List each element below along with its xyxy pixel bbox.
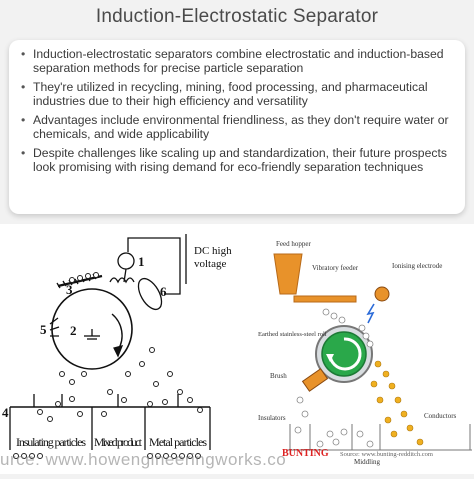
bullet-item: Induction-electrostatic separators combi…: [21, 47, 455, 75]
electrode-6: [137, 277, 163, 311]
roll-label: Earthed stainless-steel roll: [258, 331, 327, 338]
ionising-electrode: [374, 286, 390, 302]
summary-card: Induction-electrostatic separators combi…: [9, 40, 465, 214]
diagram-area: DC high voltage 1 2 3 4 5 6 Insulating p…: [0, 224, 474, 474]
source-label: Source: www.bunting-redditch.com: [340, 451, 433, 458]
feed-hopper-label: Feed hopper: [276, 240, 311, 248]
electrode-1: [117, 252, 135, 270]
feed-hopper: [273, 253, 303, 295]
conductors-label: Conductors: [424, 412, 457, 420]
callout-2: 2: [70, 323, 77, 338]
brush: [301, 368, 329, 392]
callout-6: 6: [160, 284, 167, 299]
dc-label-line1: DC high: [194, 245, 232, 257]
callout-1: 1: [138, 254, 145, 269]
vibratory-feeder: [293, 295, 357, 303]
callout-4: 4: [2, 405, 9, 420]
insulators-label: Insulators: [258, 414, 286, 422]
dc-label-line2: voltage: [194, 258, 226, 270]
left-particles: [13, 272, 203, 459]
bullet-list: Induction-electrostatic separators combi…: [21, 47, 455, 174]
bin-metal: Metal particles: [149, 435, 207, 449]
bin-mixed: Mixed product: [94, 435, 143, 449]
separator-diagrams: DC high voltage 1 2 3 4 5 6 Insulating p…: [2, 234, 472, 466]
source-watermark: urce: www.howengineeringworks.co: [0, 450, 287, 469]
left-schematic: [9, 234, 211, 450]
middling-label: Middling: [354, 458, 381, 466]
right-schematic: [273, 253, 472, 451]
ionising-electrode-label: Ionising electrode: [392, 262, 442, 270]
bullet-item: Despite challenges like scaling up and s…: [21, 146, 455, 174]
vibratory-feeder-label: Vibratory feeder: [312, 264, 359, 272]
bullet-item: Advantages include environmental friendl…: [21, 113, 455, 141]
callout-3: 3: [66, 282, 73, 297]
bin-insulating: Insulating particles: [16, 435, 86, 449]
bullet-item: They're utilized in recycling, mining, f…: [21, 80, 455, 108]
callout-5: 5: [40, 322, 47, 337]
bunting-brand: BUNTING: [282, 448, 329, 459]
brush-label: Brush: [270, 372, 287, 380]
page-title: Induction-Electrostatic Separator: [95, 6, 379, 27]
